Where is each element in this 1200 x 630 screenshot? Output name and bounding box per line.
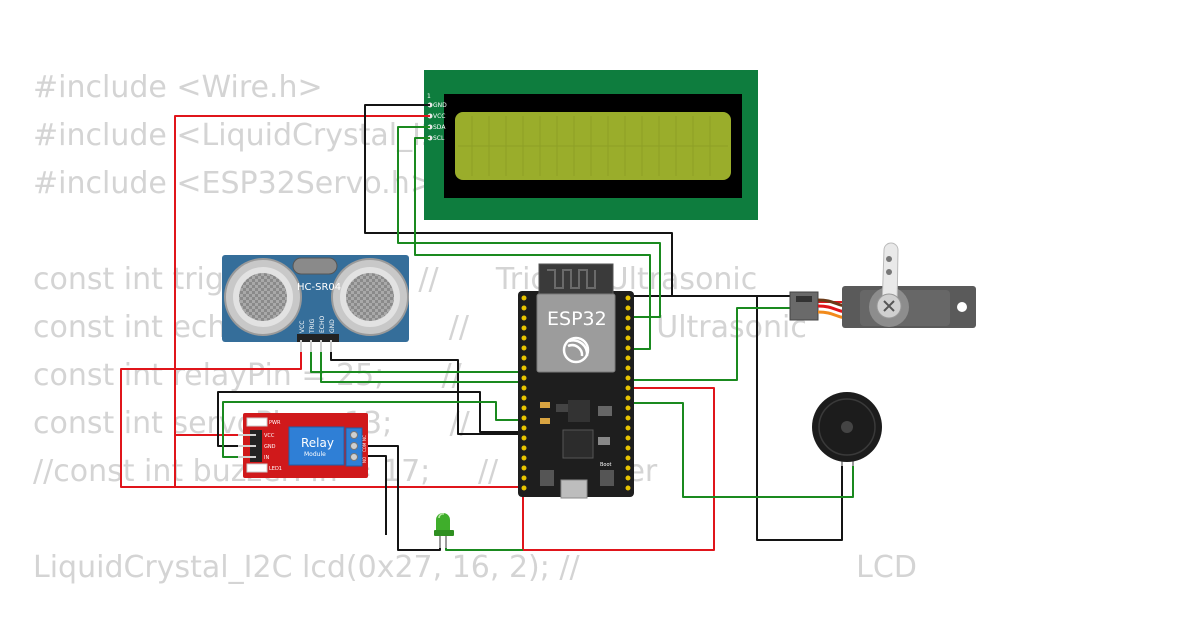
close-x-icon [883, 300, 895, 312]
relay-terminal-no: NO [362, 457, 367, 463]
lcd-pin-one: 1 [427, 93, 431, 100]
sensor-crystal [292, 257, 338, 275]
sensor-pin-gnd: GND [329, 319, 336, 333]
relay-module[interactable]: Relay Module PWR LED1 VCC GND IN NC COM … [238, 413, 368, 478]
sensor-pin-echo: ECHO [319, 316, 326, 333]
relay-pin-gnd: GND [264, 444, 276, 450]
wire-relay-out [361, 455, 387, 535]
relay-block [288, 426, 345, 466]
code-line: #include <Wire.h> [33, 70, 323, 105]
servo-horn[interactable] [881, 242, 899, 309]
relay-pwr-led [246, 417, 268, 427]
lcd-pin-sda: SDA [433, 124, 446, 131]
relay-led-label: LED1 [269, 466, 282, 472]
relay-terminal-nc: NC [362, 435, 367, 441]
relay-subtitle: Module [304, 451, 326, 458]
esp32-module [536, 293, 616, 373]
code-line: const int relayPin = 25; // [33, 358, 462, 393]
buzzer[interactable] [812, 392, 882, 466]
relay-pin-in: IN [264, 455, 269, 461]
sensor-title: HC-SR04 [297, 282, 341, 293]
code-line: LiquidCrystal_I2C lcd(0x27, 16, 2); // L… [33, 550, 917, 585]
wire-servo-signal [622, 307, 802, 381]
wire-relay-in [222, 401, 523, 458]
wire-sensor-trig [310, 352, 523, 373]
wire-sensor-gnd [330, 352, 523, 435]
wire-led-cathode [361, 445, 441, 551]
wire-lcd-scl [414, 137, 651, 350]
esp32-board[interactable]: ESP32 Boot [518, 263, 634, 499]
wire-ground-bus [622, 295, 843, 541]
sensor-transmitter [239, 273, 287, 321]
code-line: #include <ESP32Servo.h> [33, 166, 435, 201]
lcd-pin-gnd: GND [433, 102, 447, 109]
sensor-pin-vcc: VCC [299, 321, 306, 333]
relay-title: Relay [301, 436, 334, 450]
sensor-pin-trig: TRIG [309, 318, 316, 334]
esp32-usb-chip [562, 429, 594, 459]
esp32-boot-label: Boot [600, 462, 612, 468]
lcd-display[interactable]: 1 GND VCC SDA SCL [424, 70, 758, 220]
servo-motor[interactable] [789, 242, 976, 328]
wire-lcd-vcc [174, 115, 523, 488]
usb-port[interactable] [560, 479, 588, 499]
led-body [436, 513, 450, 530]
esp32-boot-button[interactable] [600, 470, 614, 486]
lcd-pin-vcc: VCC [433, 113, 445, 120]
wire-power-bus [522, 387, 715, 551]
wire-lcd-sda [397, 126, 661, 318]
relay-pin-vcc: VCC [264, 433, 275, 439]
wire-led-anode [445, 540, 523, 551]
lcd-pin-scl: SCL [433, 135, 445, 142]
espressif-logo-icon [562, 336, 590, 364]
wire-sensor-vcc [120, 352, 302, 488]
relay-pwr-label: PWR [269, 420, 281, 426]
wire-sensor-echo [320, 352, 523, 383]
wire-buzzer-signal [622, 402, 854, 498]
wire-relay-gnd [217, 391, 523, 447]
ultrasonic-sensor[interactable]: HC-SR04 VCC TRIG ECHO GND [222, 255, 409, 352]
wires [120, 104, 854, 551]
esp32-label: ESP32 [547, 308, 607, 330]
esp32-en-button[interactable] [540, 470, 554, 486]
sensor-receiver [346, 273, 394, 321]
relay-terminal-com: COM [362, 442, 367, 452]
relay-status-led [246, 463, 268, 473]
led[interactable] [434, 513, 454, 548]
